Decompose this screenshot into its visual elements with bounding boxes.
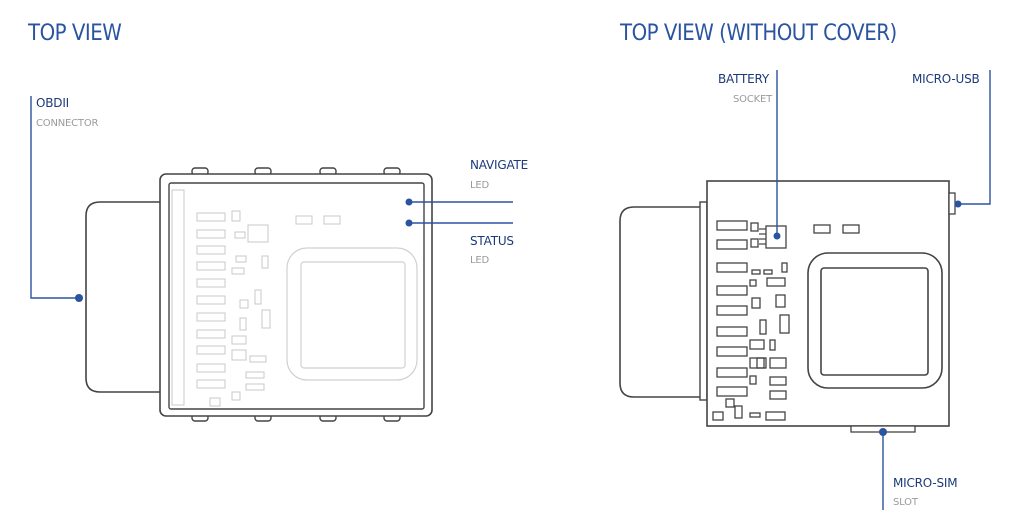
title-top-view: TOP VIEW <box>28 21 122 46</box>
navigate-sub-label: LED <box>470 180 489 191</box>
device-top-view <box>85 167 433 422</box>
navigate-label: NAVIGATE <box>470 158 529 172</box>
device-top-view-without-cover <box>619 180 956 433</box>
title-top-view-without-cover: TOP VIEW (WITHOUT COVER) <box>620 21 897 46</box>
obdii-sub-label: CONNECTOR <box>36 118 99 129</box>
battery-label: BATTERY <box>718 72 770 86</box>
micro-sim-label: MICRO-SIM <box>893 476 958 490</box>
micro-sim-sub-label: SLOT <box>893 497 918 508</box>
battery-sub-label: SOCKET <box>733 94 772 105</box>
status-label: STATUS <box>470 234 514 248</box>
navigate-callout <box>405 198 513 206</box>
battery-callout <box>773 70 781 240</box>
obdii-label: OBDII <box>36 96 69 110</box>
micro-sim-callout <box>879 428 887 510</box>
obdii-callout <box>30 96 83 302</box>
status-callout <box>405 219 513 227</box>
micro-usb-label: MICRO-USB <box>912 72 980 86</box>
status-sub-label: LED <box>470 255 489 266</box>
micro-usb-callout <box>954 70 991 208</box>
